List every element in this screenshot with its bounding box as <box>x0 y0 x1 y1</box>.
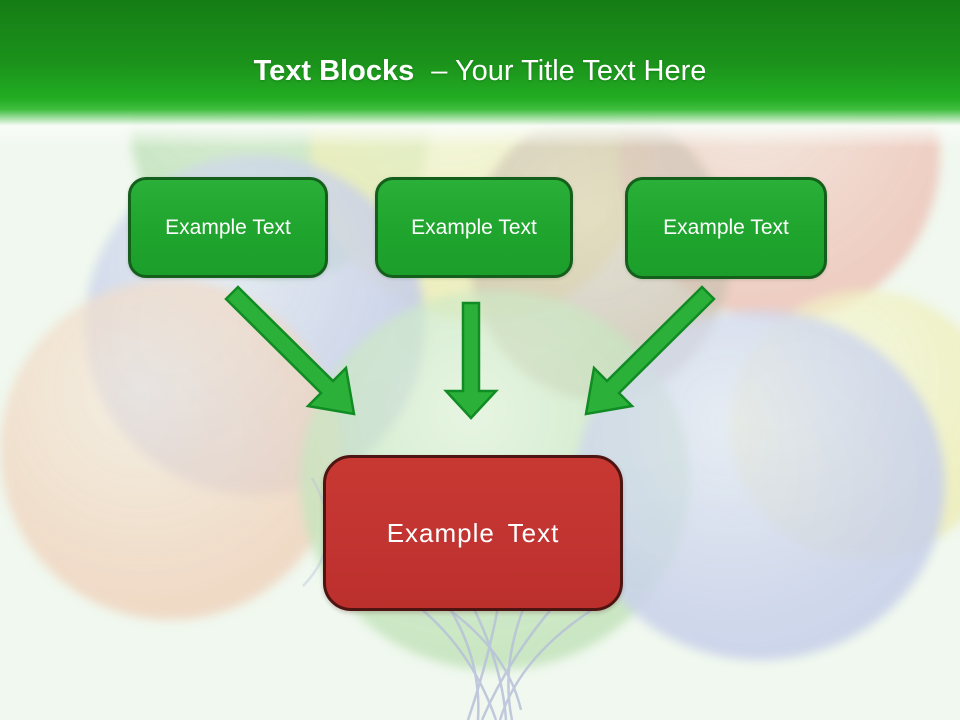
text-block-source-2: Example Text <box>375 177 573 278</box>
arrow-down-icon <box>443 301 499 420</box>
arrow-down-right-icon <box>224 285 356 416</box>
text-block-label: Example Text <box>411 215 537 239</box>
slide-title-rest: – Your Title Text Here <box>431 55 707 87</box>
arrow-down-left-icon <box>584 285 716 416</box>
text-block-target: Example Text <box>323 455 623 611</box>
slide-title: Text Blocks – Your Title Text Here <box>0 54 960 88</box>
text-block-source-1: Example Text <box>128 177 328 278</box>
text-block-source-3: Example Text <box>625 177 827 279</box>
text-block-label: Example Text <box>386 517 560 548</box>
text-block-label: Example Text <box>663 216 789 239</box>
text-block-label: Example Text <box>165 215 291 239</box>
slide-title-bold: Text Blocks <box>253 55 415 87</box>
title-bar: Text Blocks – Your Title Text Here <box>0 0 960 148</box>
